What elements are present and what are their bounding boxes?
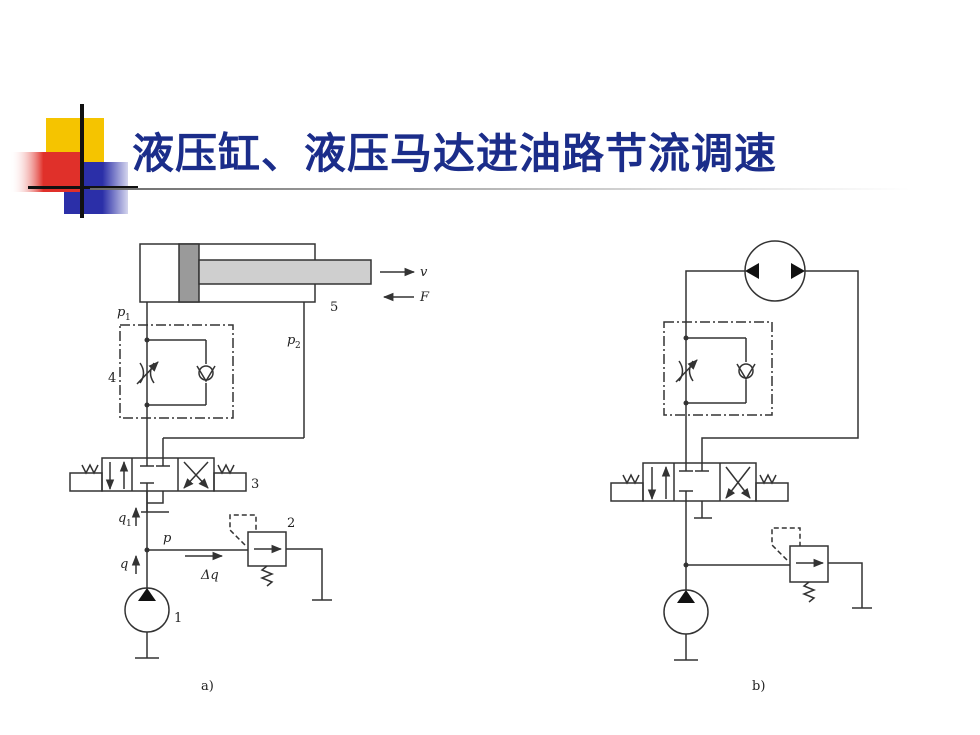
label-delta-q: Δq	[200, 568, 219, 583]
label-1: 1	[174, 611, 182, 626]
diagram-a	[69, 243, 416, 659]
deco-vertical-bar	[80, 104, 84, 218]
label-p1-sub: 1	[125, 313, 131, 323]
throttle-valve-b	[663, 321, 773, 416]
label-q1: q	[118, 511, 126, 526]
label-p1: p	[117, 305, 126, 320]
throttle-valve	[119, 324, 234, 419]
caption-a: a)	[201, 679, 214, 694]
label-5: 5	[330, 300, 338, 315]
relief-valve-b	[771, 527, 872, 609]
label-2: 2	[287, 516, 295, 531]
title-divider	[90, 188, 910, 190]
page-title: 液压缸、液压马达进油路节流调速	[132, 129, 778, 178]
label-q: q	[120, 557, 128, 572]
label-q1-sub: 1	[126, 519, 132, 529]
label-v: v	[420, 265, 428, 280]
directional-valve	[69, 457, 247, 492]
hydraulic-pump	[124, 587, 170, 659]
hydraulic-pump-b	[663, 589, 709, 661]
deco-red-square	[10, 152, 84, 192]
deco-horizontal-bar	[28, 186, 138, 189]
diagram-b	[610, 240, 872, 661]
caption-b: b)	[752, 679, 765, 694]
hydraulic-motor	[744, 240, 806, 302]
relief-valve	[229, 514, 332, 601]
label-F: F	[419, 290, 430, 305]
hydraulic-cylinder	[139, 243, 372, 303]
label-p: p	[163, 531, 172, 546]
label-4: 4	[108, 371, 116, 386]
label-p2-sub: 2	[295, 341, 301, 351]
directional-valve-b	[610, 462, 789, 502]
label-p2: p	[287, 333, 296, 348]
label-3: 3	[251, 477, 259, 492]
